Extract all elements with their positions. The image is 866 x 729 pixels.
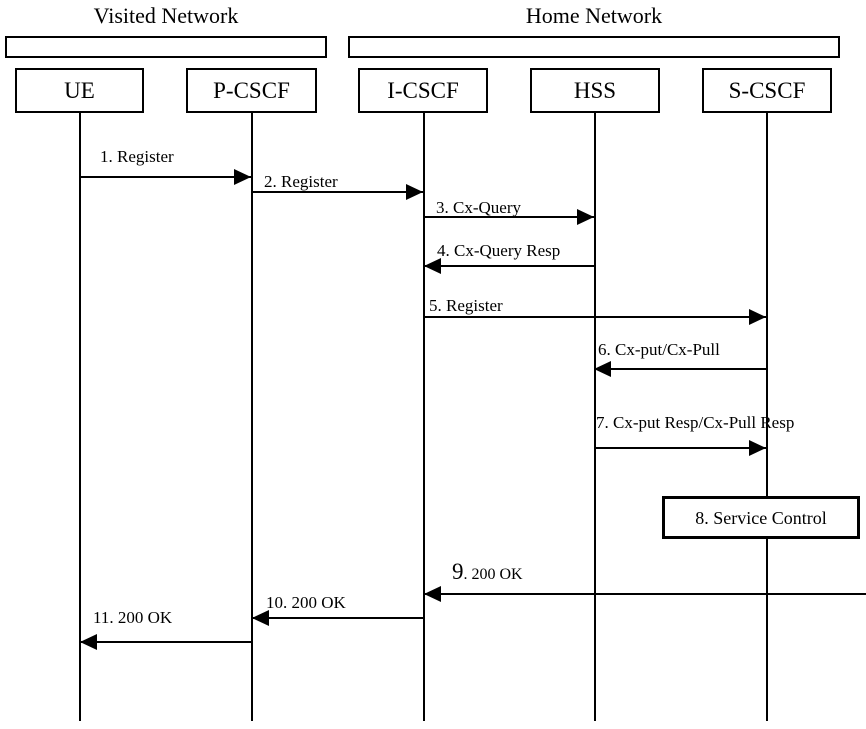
message-arrowhead-7 <box>749 440 766 456</box>
network-title-home: Home Network <box>525 3 663 28</box>
message-line-4 <box>424 265 594 267</box>
message-line-7 <box>594 447 766 449</box>
message-arrowhead-9 <box>424 586 441 602</box>
lifeline-pcscf <box>251 113 253 721</box>
actor-box-icscf: I-CSCF <box>358 68 488 113</box>
message-label-6: 6. Cx-put/Cx-Pull <box>598 340 720 359</box>
message-arrowhead-11 <box>80 634 97 650</box>
activity-box-8: 8. Service Control <box>662 496 860 539</box>
message-line-11 <box>80 641 251 643</box>
lifeline-scscf <box>766 113 768 721</box>
message-line-9 <box>424 593 866 595</box>
message-label-7: 7. Cx-put Resp/Cx-Pull Resp <box>596 413 795 432</box>
message-arrowhead-2 <box>406 184 423 200</box>
message-label-4: 4. Cx-Query Resp <box>437 241 561 260</box>
network-bar-home <box>348 36 840 58</box>
message-arrowhead-3 <box>577 209 594 225</box>
message-line-2 <box>252 191 423 193</box>
message-label-number-9: 9 <box>452 559 464 584</box>
actor-box-ue: UE <box>15 68 144 113</box>
message-line-3 <box>424 216 594 218</box>
message-label-text-9: . 200 OK <box>463 566 523 583</box>
message-label-3: 3. Cx-Query <box>436 198 521 217</box>
lifeline-icscf <box>423 113 425 721</box>
message-label-9: 9. 200 OK <box>452 559 523 585</box>
message-arrowhead-1 <box>234 169 251 185</box>
lifeline-ue <box>79 113 81 721</box>
network-title-visited: Visited Network <box>93 3 239 28</box>
actor-box-hss: HSS <box>530 68 660 113</box>
message-line-5 <box>424 316 766 318</box>
message-line-1 <box>80 176 251 178</box>
message-label-10: 10. 200 OK <box>266 593 346 612</box>
message-line-10 <box>252 617 423 619</box>
message-line-6 <box>594 368 766 370</box>
message-label-1: 1. Register <box>100 147 174 166</box>
message-label-2: 2. Register <box>264 172 338 191</box>
actor-box-scscf: S-CSCF <box>702 68 832 113</box>
message-arrowhead-4 <box>424 258 441 274</box>
message-arrowhead-5 <box>749 309 766 325</box>
message-label-5: 5. Register <box>429 296 503 315</box>
actor-box-pcscf: P-CSCF <box>186 68 317 113</box>
message-arrowhead-10 <box>252 610 269 626</box>
message-label-11: 11. 200 OK <box>93 608 173 627</box>
message-arrowhead-6 <box>594 361 611 377</box>
network-bar-visited <box>5 36 327 58</box>
lifeline-hss <box>594 113 596 721</box>
